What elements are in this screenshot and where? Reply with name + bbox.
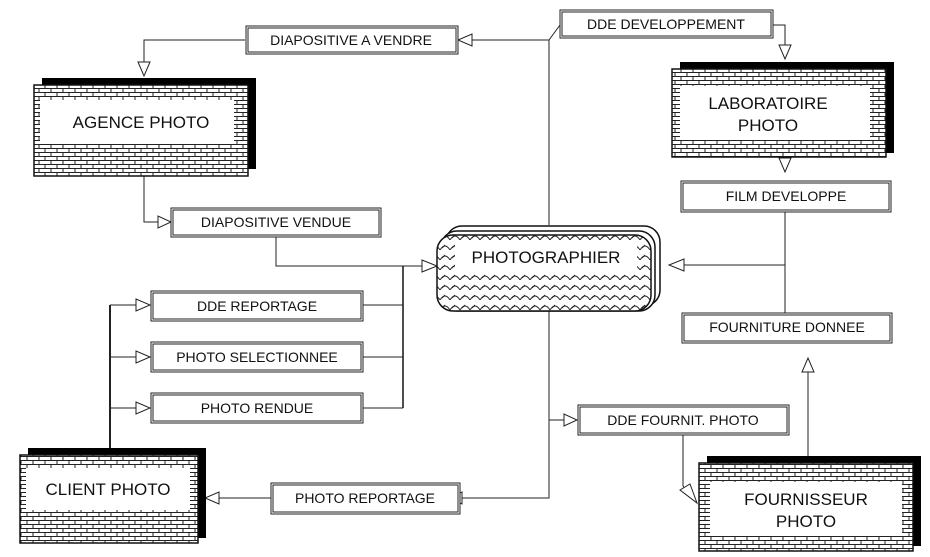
flow-dde-fournit-photo: DDE FOURNIT. PHOTO <box>577 404 790 436</box>
flow-photo-rendue: PHOTO RENDUE <box>150 392 364 424</box>
flow-photo-reportage: PHOTO REPORTAGE <box>270 482 461 515</box>
flow-label: DIAPOSITIVE VENDUE <box>201 214 351 230</box>
process-photographier-label: PHOTOGRAPHIER <box>472 248 621 267</box>
flow-label: PHOTO SELECTIONNEE <box>176 349 338 365</box>
edge-diapositive-vendue <box>143 176 420 267</box>
process-photographier: PHOTOGRAPHIER <box>436 225 661 312</box>
entity-fournisseur-photo: FOURNISSEUR PHOTO <box>698 456 921 552</box>
entity-labo-label-1: LABORATOIRE <box>708 94 827 113</box>
flow-fourniture-donnee: FOURNITURE DONNEE <box>681 312 893 344</box>
entity-client-photo: CLIENT PHOTO <box>19 448 206 544</box>
flow-photo-selectionnee: PHOTO SELECTIONNEE <box>150 341 364 373</box>
flow-label: DIAPOSITIVE A VENDRE <box>270 32 432 48</box>
entity-labo-label-2: PHOTO <box>738 116 798 135</box>
flow-label: PHOTO RENDUE <box>201 400 314 416</box>
entity-fournisseur-label-1: FOURNISSEUR <box>744 490 868 509</box>
edge-fournit-reportage <box>203 308 699 505</box>
entity-fournisseur-label-2: PHOTO <box>776 512 836 531</box>
edge-client-flows <box>363 259 439 409</box>
edge-diapositive-a-vendre <box>137 33 549 78</box>
flow-label: DDE DEVELOPPEMENT <box>587 16 745 32</box>
flow-diapositive-a-vendre: DIAPOSITIVE A VENDRE <box>245 25 459 55</box>
flow-label: DDE REPORTAGE <box>197 298 317 314</box>
flow-label: DDE FOURNIT. PHOTO <box>607 412 759 428</box>
entity-client-label: CLIENT PHOTO <box>45 480 170 499</box>
edge-client-bus <box>109 298 152 452</box>
flow-dde-developpement: DDE DEVELOPPEMENT <box>559 9 774 39</box>
flow-film-developpe: FILM DEVELOPPE <box>680 180 892 213</box>
edge-film-fourniture <box>667 157 815 456</box>
entity-agence-label: AGENCE PHOTO <box>73 113 210 132</box>
flow-label: FILM DEVELOPPE <box>726 188 847 204</box>
flow-label: PHOTO REPORTAGE <box>295 490 435 506</box>
entity-agence-photo: AGENCE PHOTO <box>33 78 256 177</box>
flow-dde-reportage: DDE REPORTAGE <box>150 290 364 322</box>
flow-diapositive-vendue: DIAPOSITIVE VENDUE <box>170 207 382 238</box>
flow-label: FOURNITURE DONNEE <box>709 319 865 335</box>
entity-laboratoire-photo: LABORATOIRE PHOTO <box>671 62 894 158</box>
